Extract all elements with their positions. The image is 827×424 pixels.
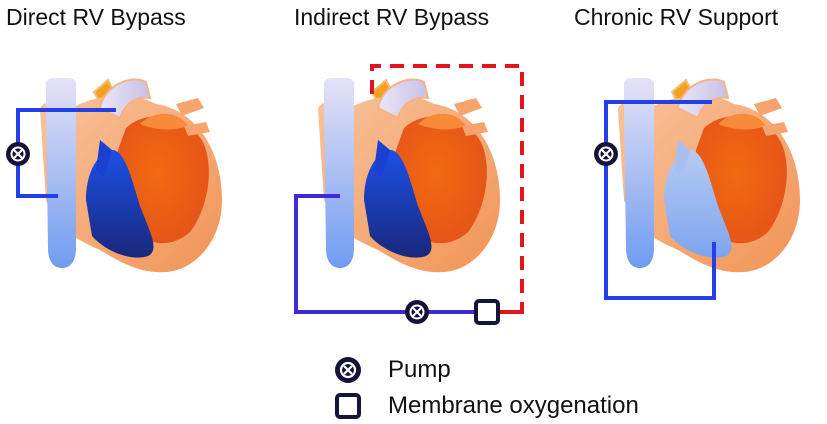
- circuit-indirect: [294, 64, 524, 314]
- panel-title-direct-rv-bypass: Direct RV Bypass: [6, 4, 186, 30]
- pump-legend-icon: [335, 357, 361, 383]
- pump-icon-indirect: [405, 300, 429, 324]
- legend-membrane-oxygenation: Membrane oxygenation: [334, 392, 639, 420]
- heart-illustration-direct: [39, 77, 223, 274]
- heart-illustration-indirect: [317, 77, 501, 274]
- oxygenator-legend-icon: [335, 393, 361, 419]
- legend-pump: Pump: [334, 356, 451, 384]
- pump-icon-direct: [6, 142, 30, 166]
- circuit-chronic: [604, 100, 716, 300]
- heart-illustration-chronic: [617, 77, 801, 274]
- oxygenator-icon-indirect: [474, 299, 500, 325]
- panel-title-chronic-rv-support: Chronic RV Support: [574, 4, 779, 30]
- legend-oxygenator-label: Membrane oxygenation: [388, 392, 639, 419]
- panel-title-indirect-rv-bypass: Indirect RV Bypass: [294, 4, 490, 30]
- legend-pump-label: Pump: [388, 356, 451, 383]
- pump-icon-chronic: [594, 142, 618, 166]
